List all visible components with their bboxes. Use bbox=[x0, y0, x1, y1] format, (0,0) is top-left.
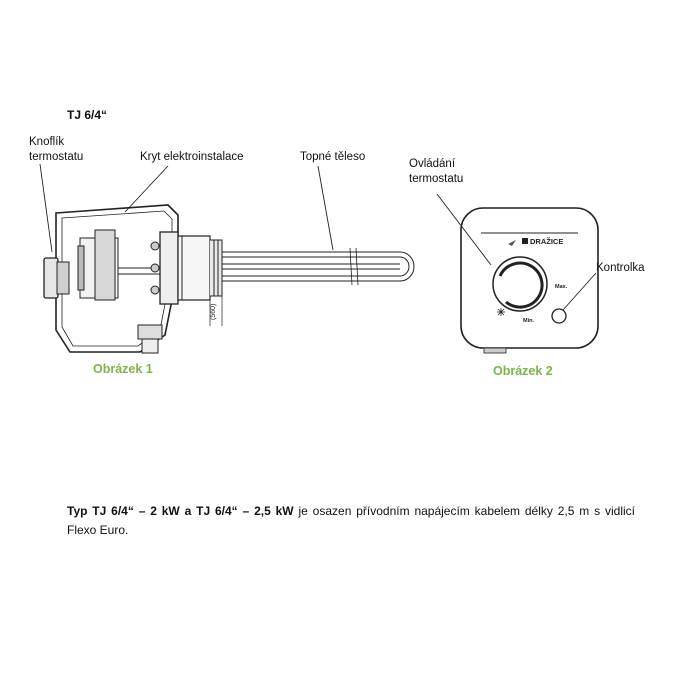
figure2-drawing bbox=[436, 193, 599, 354]
min-mark: Min. bbox=[523, 318, 534, 324]
label-indicator-lamp: Kontrolka bbox=[596, 262, 645, 274]
label-control-line2: termostatu bbox=[409, 173, 464, 185]
label-heating-element: Topné těleso bbox=[300, 151, 366, 163]
leaf-icon bbox=[508, 240, 516, 246]
label-knob-line2: termostatu bbox=[29, 151, 84, 163]
figure2-caption: Obrázek 2 bbox=[493, 364, 553, 378]
label-electrical-cover: Kryt elektroinstalace bbox=[140, 151, 244, 163]
description-paragraph: Typ TJ 6/4“ – 2 kW a TJ 6/4“ – 2,5 kW je… bbox=[67, 502, 635, 540]
label-knob-line1: Knoflík bbox=[29, 136, 65, 148]
figure1-caption: Obrázek 1 bbox=[93, 362, 153, 376]
label-knob-thermostat: Knoflík termostatu bbox=[29, 135, 83, 165]
max-mark: Max. bbox=[555, 284, 568, 290]
paragraph-rest: je osazen přívodním napájecím kabelem dé… bbox=[67, 504, 635, 537]
dimension-560: (560) bbox=[210, 304, 217, 320]
brand-text: DRAŽICE bbox=[530, 237, 563, 246]
label-thermostat-control: Ovládání termostatu bbox=[409, 157, 463, 187]
figure1-drawing bbox=[39, 163, 415, 354]
paragraph-bold: Typ TJ 6/4“ – 2 kW a TJ 6/4“ – 2,5 kW bbox=[67, 504, 294, 518]
brand-logo-icon bbox=[522, 238, 528, 244]
label-control-line1: Ovládání bbox=[409, 158, 456, 170]
page-title: TJ 6/4“ bbox=[67, 108, 108, 122]
